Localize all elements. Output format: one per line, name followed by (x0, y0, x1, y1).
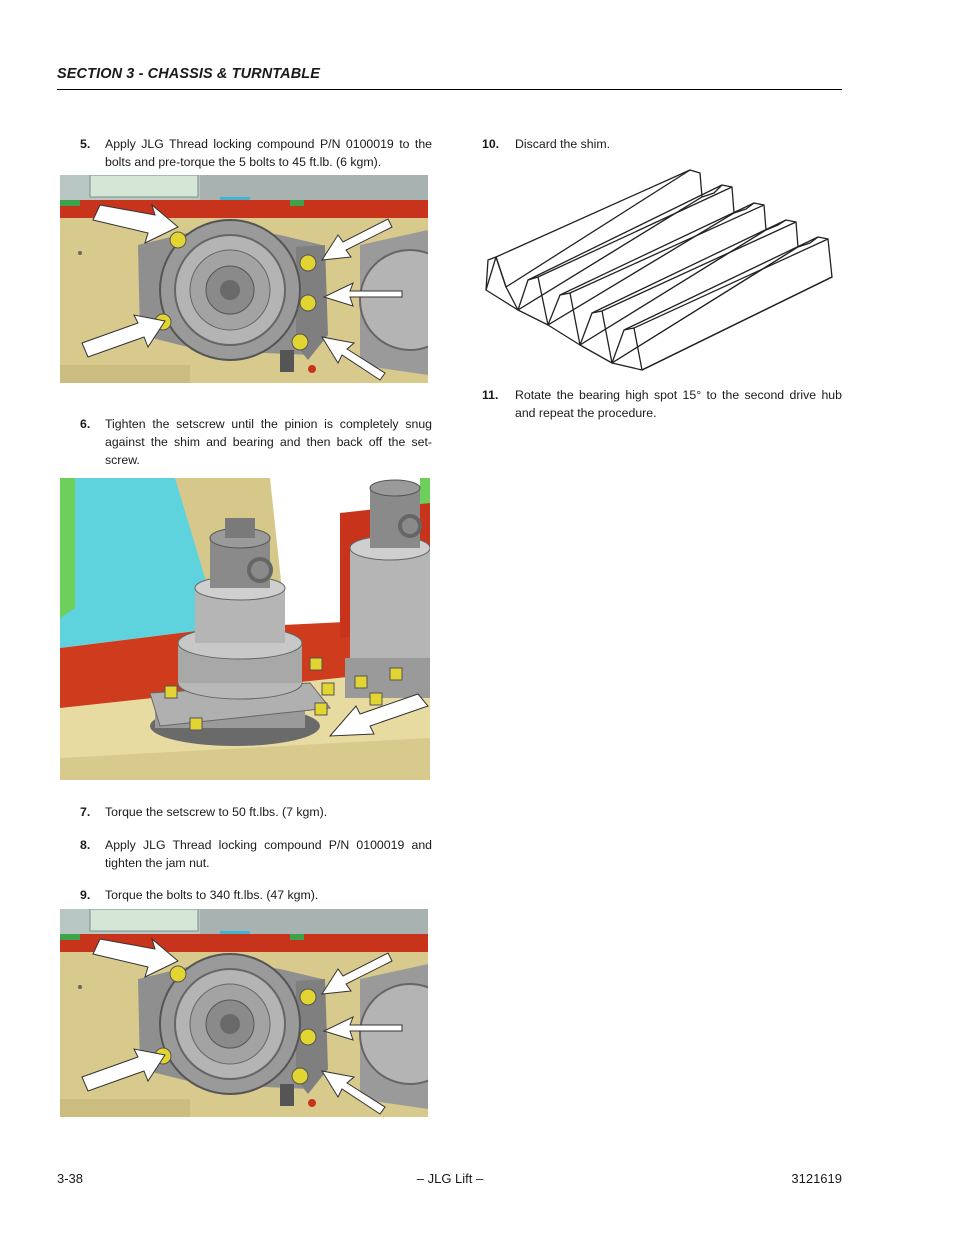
step-10: 10. Discard the shim. (482, 135, 842, 153)
step-number: 5. (80, 137, 91, 151)
step-5: 5. Apply JLG Thread locking compound P/N… (80, 135, 432, 171)
step-number: 11. (482, 388, 499, 402)
step-number: 6. (80, 417, 91, 431)
shim-illustration (485, 169, 833, 371)
header-divider (57, 89, 842, 90)
step-text: Apply JLG Thread locking compound P/N 01… (105, 838, 432, 870)
step-text: Torque the bolts to 340 ft.lbs. (47 kgm)… (105, 888, 319, 902)
step-8: 8. Apply JLG Thread locking compound P/N… (80, 836, 432, 872)
footer-center-text: – JLG Lift – (416, 1171, 484, 1186)
drive-hubs-illustration (60, 478, 430, 780)
step-number: 9. (80, 888, 91, 902)
step-11: 11. Rotate the bearing high spot 15° to … (482, 386, 842, 422)
step-number: 10. (482, 137, 500, 151)
step-text: Tighten the setscrew until the pinion is… (105, 417, 432, 467)
figure-drive-hub-bolts-1 (60, 175, 428, 383)
step-number: 8. (80, 838, 91, 852)
section-title: SECTION 3 - CHASSIS & TURNTABLE (57, 66, 321, 82)
drive-hub-illustration (60, 175, 428, 383)
step-text: Rotate the bearing high spot 15° to the … (515, 388, 842, 420)
figure-drive-hubs-perspective (60, 478, 430, 780)
step-text: Apply JLG Thread locking compound P/N 01… (105, 137, 432, 169)
drive-hub-illustration (60, 909, 428, 1117)
step-number: 7. (80, 805, 91, 819)
figure-shim (478, 165, 842, 375)
step-text: Discard the shim. (515, 137, 610, 151)
step-9: 9. Torque the bolts to 340 ft.lbs. (47 k… (80, 886, 432, 904)
figure-drive-hub-bolts-2 (60, 909, 428, 1117)
document-number: 3121619 (791, 1171, 842, 1186)
step-6: 6. Tighten the setscrew until the pinion… (80, 415, 432, 469)
page-number: 3-38 (57, 1171, 84, 1186)
step-text: Torque the setscrew to 50 ft.lbs. (7 kgm… (105, 805, 328, 819)
step-7: 7. Torque the setscrew to 50 ft.lbs. (7 … (80, 803, 432, 821)
